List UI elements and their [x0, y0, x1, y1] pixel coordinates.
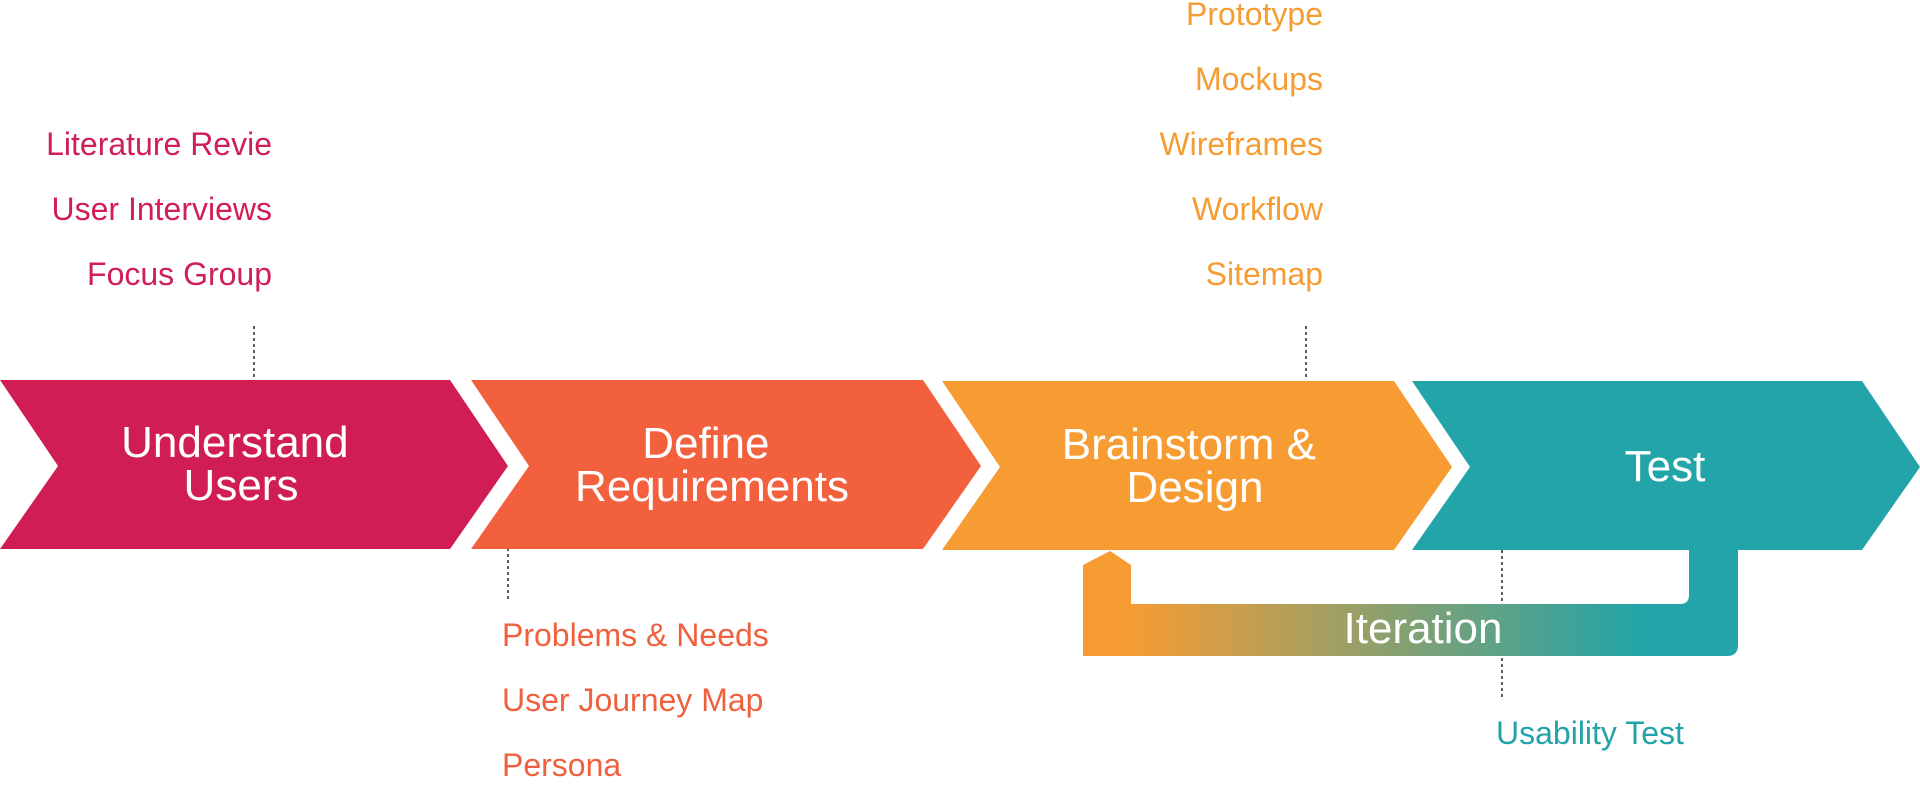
- stage-title-brainstorm-design: Brainstorm & Design: [1062, 420, 1329, 512]
- method-item: Prototype: [1186, 0, 1323, 32]
- brainstorm-methods-list: Prototype Mockups Wireframes Workflow Si…: [1159, 0, 1323, 307]
- stage-define-requirements: [471, 380, 981, 549]
- method-item: User Journey Map: [502, 682, 764, 718]
- ux-process-diagram: Iteration Understand Users Define Requir…: [0, 326, 1920, 700]
- method-item: Persona: [502, 747, 622, 783]
- stage-understand-users: [0, 380, 508, 549]
- stage-title-define-requirements: Define Requirements: [575, 419, 849, 511]
- stage-title-test: Test: [1625, 442, 1706, 491]
- method-item: Sitemap: [1205, 256, 1323, 292]
- stage-title-understand-users: Understand Users: [121, 418, 361, 510]
- method-item: Focus Group: [87, 256, 272, 292]
- method-item: Workflow: [1192, 191, 1323, 227]
- method-item: Problems & Needs: [502, 617, 769, 653]
- understand-methods-list: Literature Revie User Interviews Focus G…: [46, 112, 272, 307]
- method-item: Literature Revie: [46, 126, 272, 162]
- iteration-loop-arrow: [1083, 535, 1738, 656]
- iteration-label: Iteration: [1344, 604, 1503, 653]
- method-item: Wireframes: [1159, 126, 1323, 162]
- define-methods-list: Problems & Needs User Journey Map Person…: [502, 603, 769, 798]
- method-item: User Interviews: [51, 191, 273, 227]
- method-item: Mockups: [1194, 61, 1323, 97]
- stage-test: [1412, 381, 1920, 550]
- stage-brainstorm-design: [942, 381, 1452, 550]
- test-methods-list: Usability Test: [1496, 701, 1684, 766]
- method-item: Usability Test: [1496, 715, 1684, 751]
